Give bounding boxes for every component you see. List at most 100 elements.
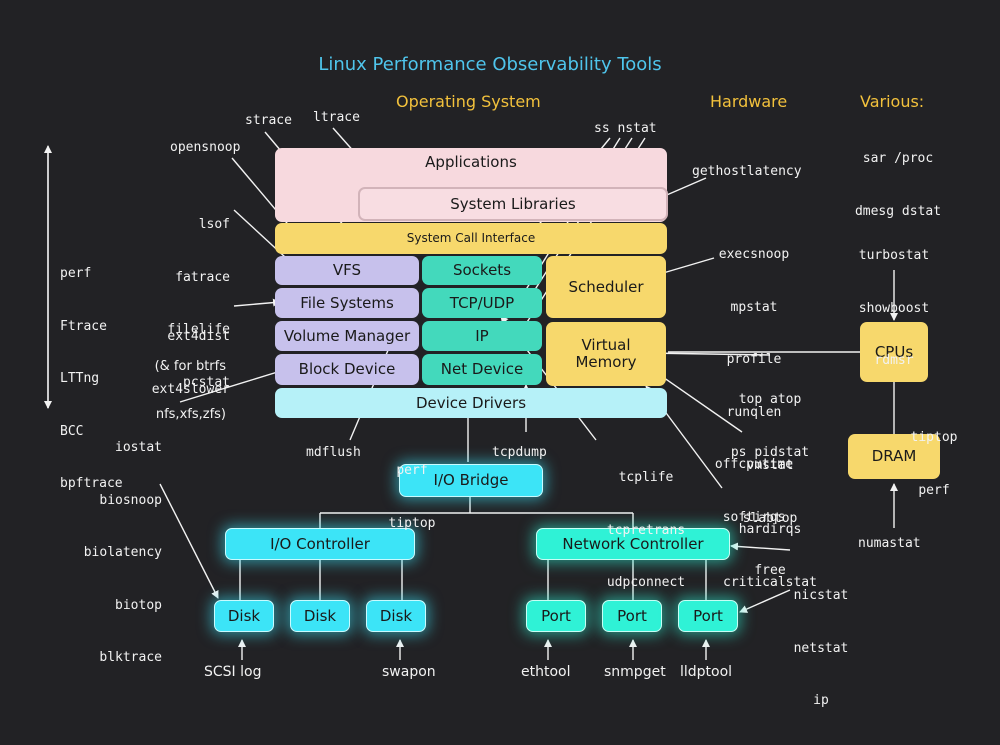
nic-tool: netstat xyxy=(793,640,849,656)
nic-tool: nicstat xyxy=(793,588,849,603)
fs-tools: lsof fatrace filelife pcstat xyxy=(120,181,230,426)
cpu-counter-tool: tiptop xyxy=(910,430,958,445)
tcp-udp-label: TCP/UDP xyxy=(449,293,515,312)
disk-tool: iostat xyxy=(115,440,162,455)
disk-box-3: Disk xyxy=(366,600,426,632)
tracer-tool: perf xyxy=(60,266,92,281)
tcp-tools: tcplife tcpretrans udpconnect xyxy=(596,434,696,627)
applications-label: Applications xyxy=(425,153,517,171)
port-label: Port xyxy=(617,606,647,625)
disk-box-1: Disk xyxy=(214,600,274,632)
block-device-box: Block Device xyxy=(275,354,419,385)
scheduler-tool: softirqs xyxy=(722,509,786,525)
ext4-tool: ext4dist xyxy=(167,329,230,344)
device-drivers-box: Device Drivers xyxy=(275,388,667,418)
cpus-label: CPUs xyxy=(874,342,914,361)
numastat-label: numastat xyxy=(858,536,921,551)
vm-tool: slabtop xyxy=(742,510,798,526)
tcp-tool: tcpretrans xyxy=(606,522,686,538)
disk-tool: biotop xyxy=(115,597,162,613)
file-systems-box: File Systems xyxy=(275,288,419,318)
dram-label: DRAM xyxy=(871,447,917,465)
scheduler-tool: mpstat xyxy=(730,299,778,315)
port-label: Port xyxy=(693,606,723,625)
system-libraries-label: System Libraries xyxy=(450,194,576,213)
tracer-tool: bpftrace xyxy=(60,476,123,491)
io-bridge-box: I/O Bridge xyxy=(399,464,543,497)
cpu-tool: rdmsr xyxy=(874,353,914,368)
tcpdump-label: tcpdump xyxy=(492,445,547,460)
tcp-udp-box: TCP/UDP xyxy=(422,288,542,318)
irq-tools: hardirqs criticalstat xyxy=(712,486,828,626)
ext4-tool: ext4slower xyxy=(151,381,230,397)
scheduler-label: Scheduler xyxy=(568,277,644,296)
io-counter-tool: perf xyxy=(396,463,428,478)
vfs-label: VFS xyxy=(332,261,362,279)
port-box-3: Port xyxy=(678,600,738,632)
sockets-label: Sockets xyxy=(452,261,512,279)
opensnoop-label: opensnoop xyxy=(170,140,241,155)
various-tool: dmesg dstat xyxy=(854,203,942,219)
disk-box-2: Disk xyxy=(290,600,350,632)
fs-tool: fatrace xyxy=(175,269,230,285)
tracer-tool: BCC xyxy=(60,423,84,439)
mdflush-label: mdflush xyxy=(306,445,361,460)
disk-tool: biosnoop xyxy=(99,492,162,508)
ss-nstat-label: ss nstat xyxy=(594,121,657,136)
cpus-box: CPUs xyxy=(860,322,928,382)
vm-tools-1: top atop ps pidstat xyxy=(712,356,828,496)
port-label: Port xyxy=(541,606,571,625)
scheduler-tool: runqlen xyxy=(726,404,782,420)
sockets-box: Sockets xyxy=(422,256,542,285)
block-device-label: Block Device xyxy=(298,360,396,378)
network-controller-box: Network Controller xyxy=(536,528,730,560)
net-device-label: Net Device xyxy=(440,360,524,378)
diagram-title: Linux Performance Observability Tools xyxy=(318,54,662,75)
device-drivers-label: Device Drivers xyxy=(415,393,527,412)
gethostlatency-label: gethostlatency xyxy=(692,164,802,179)
btrfs-note-line: nfs,xfs,zfs) xyxy=(155,407,226,422)
various-header: Various: xyxy=(860,92,925,111)
net-device-box: Net Device xyxy=(422,354,542,385)
vm-tool: top atop xyxy=(738,392,802,407)
hardware-header: Hardware xyxy=(710,92,788,111)
disk-tools: iostat biosnoop biolatency biotop blktra… xyxy=(60,404,162,702)
tcp-tool: udpconnect xyxy=(606,575,686,590)
disk-label: Disk xyxy=(227,606,261,625)
tiptop-perf-tools: tiptop perf xyxy=(900,394,968,534)
scheduler-box: Scheduler xyxy=(546,256,666,318)
ip-label: IP xyxy=(475,326,489,345)
perf-tiptop-tools: perf tiptop xyxy=(380,427,444,567)
scheduler-tool: offcputime xyxy=(714,457,794,472)
os-header: Operating System xyxy=(396,92,541,111)
irq-tool: criticalstat xyxy=(723,574,817,590)
dram-box: DRAM xyxy=(848,434,940,479)
io-bridge-label: I/O Bridge xyxy=(433,471,509,489)
vm-tool: vmstat xyxy=(746,458,794,473)
lldptool-label: lldptool xyxy=(680,664,733,680)
disk-tool: blktrace xyxy=(99,650,162,665)
port-box-2: Port xyxy=(602,600,662,632)
port-box-1: Port xyxy=(526,600,586,632)
nic-tools: nicstat netstat ip xyxy=(786,552,856,745)
scheduler-tools: execsnoop mpstat profile runqlen offcput… xyxy=(704,211,804,561)
cpu-tool: turbostat xyxy=(858,248,930,263)
volume-manager-label: Volume Manager xyxy=(283,326,411,345)
ltrace-label: ltrace xyxy=(313,110,360,125)
disk-tool: biolatency xyxy=(83,545,162,560)
cpu-counter-tool: perf xyxy=(918,482,950,498)
system-libraries-box: System Libraries xyxy=(358,187,668,221)
vm-tool: free xyxy=(754,563,786,578)
scheduler-tool: profile xyxy=(726,352,782,367)
io-counter-tool: tiptop xyxy=(388,515,436,531)
btrfs-note-line: (& for btrfs xyxy=(154,359,226,374)
scheduler-tool: execsnoop xyxy=(718,247,790,262)
swapon-label: swapon xyxy=(382,664,436,680)
file-systems-label: File Systems xyxy=(300,293,394,312)
vfs-box: VFS xyxy=(275,256,419,285)
scsi-log-label: SCSI log xyxy=(204,664,262,680)
ethtool-label: ethtool xyxy=(521,664,571,680)
ip-box: IP xyxy=(422,321,542,351)
virtual-memory-label-line-2: Memory xyxy=(575,353,637,371)
system-call-interface-label: System Call Interface xyxy=(406,231,536,245)
